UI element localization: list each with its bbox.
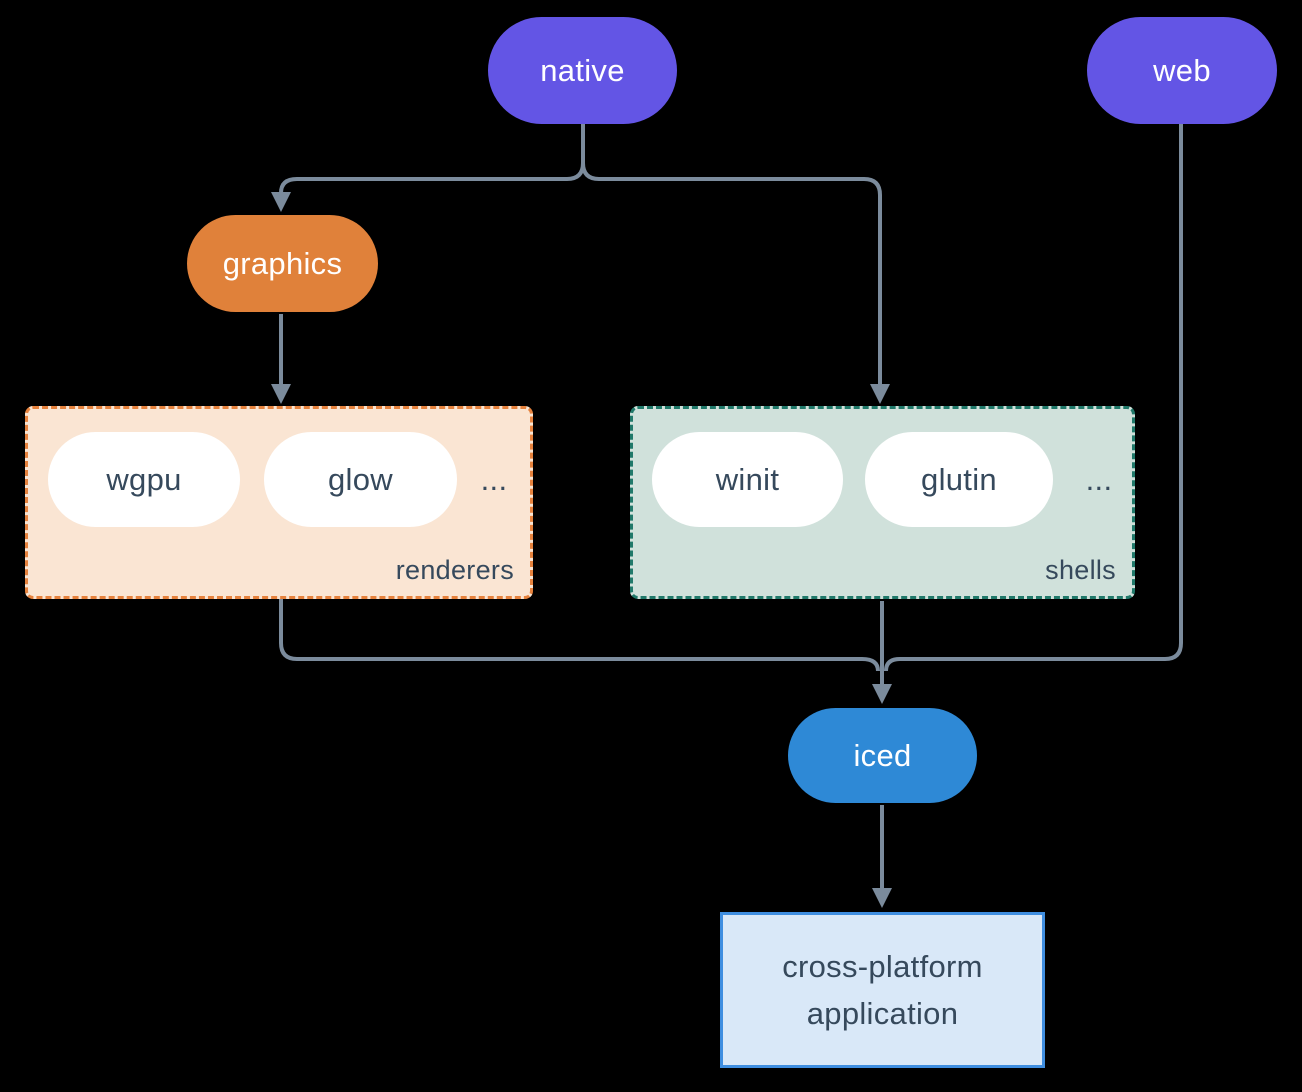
edge-native-to-shells (581, 162, 890, 404)
pill-wgpu: wgpu (48, 432, 240, 527)
node-native: native (488, 17, 677, 124)
edge-native-to-graphics (271, 162, 585, 212)
node-web: web (1087, 17, 1277, 124)
renderers-ellipsis: ... (480, 461, 508, 497)
edge-renderers-to-iced (279, 599, 880, 672)
pill-glow: glow (264, 432, 457, 527)
group-shells: winit glutin ... shells (630, 406, 1135, 599)
node-iced: iced (788, 708, 977, 803)
node-graphics: graphics (187, 215, 378, 312)
node-application: cross-platform application (720, 912, 1045, 1068)
pill-winit: winit (652, 432, 843, 527)
application-label-line2: application (806, 996, 959, 1031)
edge-web-to-iced (884, 124, 1183, 672)
group-label-shells: shells (1045, 555, 1116, 585)
application-label-line1: cross-platform (782, 949, 983, 984)
shells-ellipsis: ... (1085, 461, 1113, 497)
pill-glutin: glutin (865, 432, 1053, 527)
group-renderers: wgpu glow ... renderers (25, 406, 533, 599)
group-label-renderers: renderers (395, 555, 514, 585)
